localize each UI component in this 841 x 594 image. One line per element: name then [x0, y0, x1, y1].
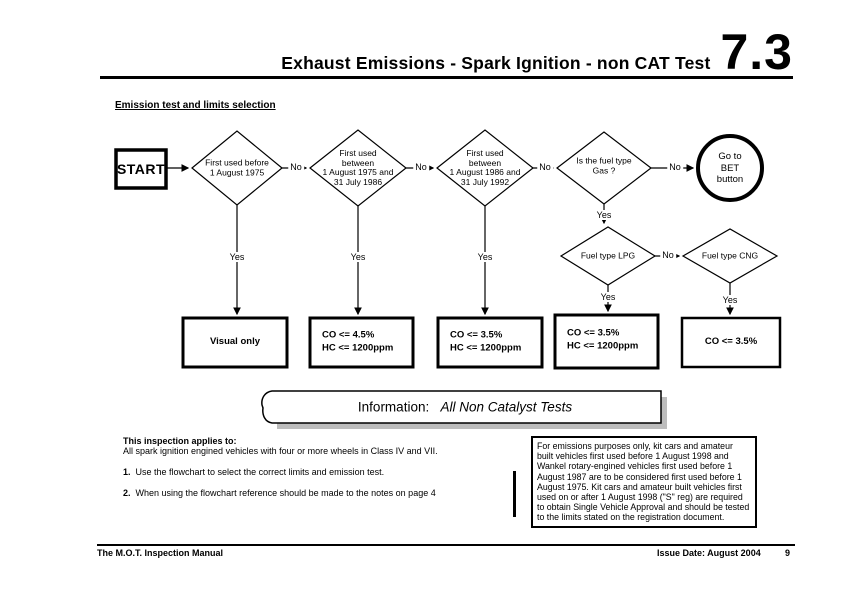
- decision-first-used-1975-1986: [309, 129, 407, 207]
- yes-label-1: Yes: [227, 252, 247, 262]
- decision-label-1: First used before 1 August 1975: [205, 157, 269, 177]
- result-label-4: CO <= 3.5% HC <= 1200ppm: [567, 327, 639, 352]
- start-label: START: [116, 161, 166, 177]
- result-box-co45: [308, 316, 415, 369]
- no-label-4: No: [667, 162, 683, 172]
- no-label-2: No: [413, 162, 429, 172]
- emissions-note-box: For emissions purposes only, kit cars an…: [531, 436, 757, 528]
- terminal-bet-label: Go to BET button: [716, 150, 744, 185]
- information-prefix: Information:: [357, 399, 430, 415]
- revision-change-bar: [513, 471, 516, 517]
- no-label-1: No: [288, 162, 304, 172]
- section-number: 7.3: [720, 24, 793, 80]
- decision-label-cng: Fuel type CNG: [701, 250, 759, 261]
- information-value: All Non Catalyst Tests: [440, 399, 573, 415]
- decision-first-used-before-1975: [191, 130, 283, 206]
- note-item-1: 1. Use the flowchart to select the corre…: [123, 467, 385, 477]
- information-banner: Information: All Non Catalyst Tests: [358, 400, 572, 415]
- yes-label-3: Yes: [475, 252, 495, 262]
- information-banner-shape: [261, 390, 662, 424]
- terminal-bet-node: [696, 134, 764, 202]
- yes-label-2: Yes: [348, 252, 368, 262]
- decision-label-4: Is the fuel type Gas ?: [576, 155, 632, 175]
- yes-label-5: Yes: [598, 292, 618, 302]
- decision-label-2: First used between 1 August 1975 and 31 …: [322, 148, 394, 187]
- result-box-visual-only: [181, 316, 289, 369]
- applies-text: All spark ignition engined vehicles with…: [123, 446, 438, 456]
- decision-fuel-type-cng: [681, 228, 779, 284]
- decision-label-lpg: Fuel type LPG: [580, 250, 636, 261]
- page-header: Exhaust Emissions - Spark Ignition - non…: [100, 24, 793, 80]
- result-label-1: Visual only: [210, 335, 260, 347]
- footer-issue-date: Issue Date: August 2004: [657, 548, 761, 558]
- decision-fuel-type-gas: [556, 131, 652, 205]
- yes-label-6: Yes: [720, 295, 740, 305]
- no-label-5: No: [660, 250, 676, 260]
- result-label-5: CO <= 3.5%: [704, 335, 758, 347]
- result-box-cng: [680, 316, 782, 369]
- footer-page-number: 9: [785, 548, 791, 558]
- footer-rule: [97, 544, 795, 546]
- decision-fuel-type-lpg: [559, 226, 657, 286]
- header-rule: [100, 76, 793, 79]
- footer-manual-title: The M.O.T. Inspection Manual: [97, 548, 224, 558]
- yes-label-4: Yes: [594, 210, 614, 220]
- flowchart-subtitle: Emission test and limits selection: [115, 100, 276, 111]
- result-box-lpg: [553, 313, 660, 370]
- applies-heading: This inspection applies to:: [123, 436, 237, 446]
- result-label-2: CO <= 4.5% HC <= 1200ppm: [322, 329, 394, 354]
- result-box-co35-hc: [436, 316, 544, 369]
- decision-label-3: First used between 1 August 1986 and 31 …: [449, 148, 521, 187]
- note-item-2: 2. When using the flowchart reference sh…: [123, 488, 436, 498]
- page-title: Exhaust Emissions - Spark Ignition - non…: [281, 53, 711, 73]
- result-label-3: CO <= 3.5% HC <= 1200ppm: [450, 329, 522, 354]
- decision-first-used-1986-1992: [436, 129, 534, 207]
- no-label-3: No: [537, 162, 553, 172]
- start-node: [114, 148, 168, 190]
